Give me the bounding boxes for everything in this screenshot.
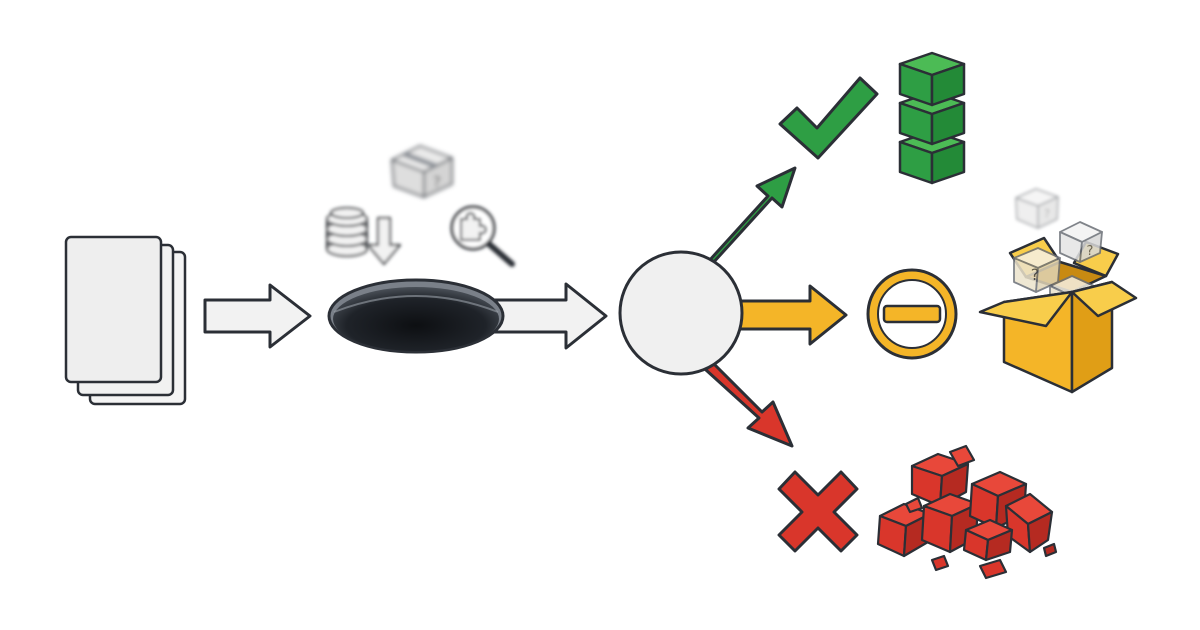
svg-text:?: ? [1087, 244, 1094, 259]
svg-text:?: ? [1031, 265, 1040, 284]
broken-red-cubes-icon [876, 444, 1058, 580]
x-icon [777, 470, 859, 553]
mystery-box-icon: ? [391, 145, 453, 198]
document-stack-icon [64, 235, 187, 406]
puzzle-magnifier-icon [450, 205, 515, 267]
hole-icon [327, 278, 505, 354]
arrow-to-neutral [738, 284, 848, 346]
coins-icon [326, 207, 368, 257]
arrow-docs-to-hole [203, 283, 312, 349]
arrow-to-success [706, 166, 797, 266]
minus-circle-icon [866, 268, 958, 360]
empty-circle-icon [618, 250, 744, 376]
green-cube-stack-icon [898, 51, 966, 185]
down-arrow-icon [367, 217, 401, 265]
arrow-to-failure [704, 360, 794, 448]
box-with-question-cubes-icon: ? ? ? ? [978, 188, 1138, 394]
svg-text:?: ? [433, 173, 441, 191]
check-icon [778, 76, 879, 160]
svg-text:?: ? [1044, 207, 1050, 221]
